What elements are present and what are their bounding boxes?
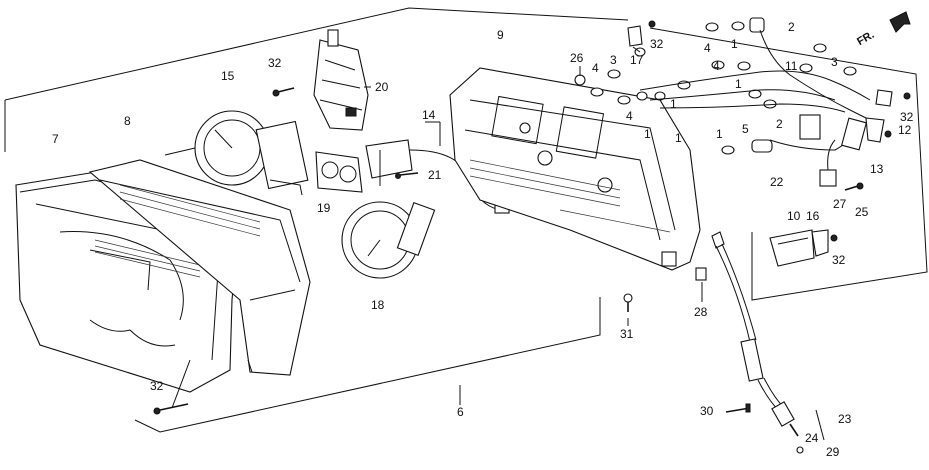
lens-visor [88, 159, 311, 376]
front-direction-label: FR. [855, 29, 876, 48]
screw-31 [272, 87, 295, 97]
screw-25 [574, 74, 586, 86]
callout-16: 17 [630, 53, 644, 67]
tachometer [164, 110, 309, 196]
bracket-19 [313, 29, 369, 131]
callout-1: 1 [735, 77, 742, 91]
callout-28: 29 [826, 445, 840, 459]
callout-10: 11 [785, 59, 798, 73]
callout-8: 9 [497, 28, 504, 42]
callout-6: 7 [52, 132, 59, 146]
callout-1: 1 [716, 127, 723, 141]
callout-31: 32 [268, 56, 282, 70]
callout-32: 32 [650, 37, 664, 51]
callout-4: 4 [592, 61, 599, 75]
callout-1: 1 [670, 97, 677, 111]
callout-4: 4 [704, 41, 711, 55]
callout-23: 24 [805, 431, 819, 445]
callout-1: 1 [675, 131, 682, 145]
screw-29 [725, 403, 751, 413]
callout-7: 8 [124, 114, 131, 128]
callout-29: 30 [700, 404, 714, 418]
screw-32-lower [153, 403, 189, 415]
callout-3: 4 [626, 109, 633, 123]
clips-right [844, 89, 911, 191]
callout-19: 20 [375, 80, 389, 94]
speedometer-cable [711, 231, 804, 454]
frame-lines [4, 7, 928, 433]
callout-21: 22 [770, 175, 784, 189]
callout-20: 21 [428, 168, 442, 182]
callout-26: 27 [833, 197, 847, 211]
callout-18: 19 [317, 201, 331, 215]
speedometer [341, 201, 436, 279]
callout-2: 2 [788, 20, 795, 34]
callout-4: 4 [713, 59, 720, 73]
meter-case [449, 67, 701, 271]
callout-2: 3 [831, 55, 838, 69]
callout-32: 32 [150, 379, 164, 393]
grommet-27 [695, 267, 707, 281]
callout-4: 5 [742, 122, 749, 136]
front-direction-arrow: FR. [855, 11, 911, 48]
callout-27: 28 [694, 305, 708, 319]
callout-25: 26 [570, 51, 584, 65]
circuit-assembly [365, 139, 419, 186]
callout-14: 15 [221, 69, 235, 83]
callout-1: 2 [776, 117, 783, 131]
callout-9: 10 [787, 209, 801, 223]
callout-32: 32 [900, 110, 914, 124]
callout-5: 6 [457, 405, 464, 419]
callout-30: 31 [620, 327, 634, 341]
callout-24: 25 [855, 205, 869, 219]
leader-lines [171, 46, 825, 441]
bulb-group [590, 17, 857, 155]
fuel-temp-gauge [315, 151, 363, 193]
callout-13: 14 [422, 108, 436, 122]
callout-3: 3 [610, 53, 617, 67]
callout-15: 16 [806, 209, 820, 223]
callout-labels: 1 1 1 1 1 1 2 2 3 3 4 4 4 4 5 6 7 8 9 10… [52, 20, 914, 459]
callout-17: 18 [371, 298, 385, 312]
callout-32: 32 [832, 253, 846, 267]
callout-12: 13 [870, 162, 884, 176]
callout-1: 1 [644, 127, 651, 141]
wire-harness-right [639, 29, 871, 187]
callout-22: 23 [838, 412, 852, 426]
screw-30 [623, 293, 633, 312]
plate-9 [769, 229, 838, 267]
callout-11: 12 [898, 123, 912, 137]
callout-1: 1 [731, 37, 738, 51]
